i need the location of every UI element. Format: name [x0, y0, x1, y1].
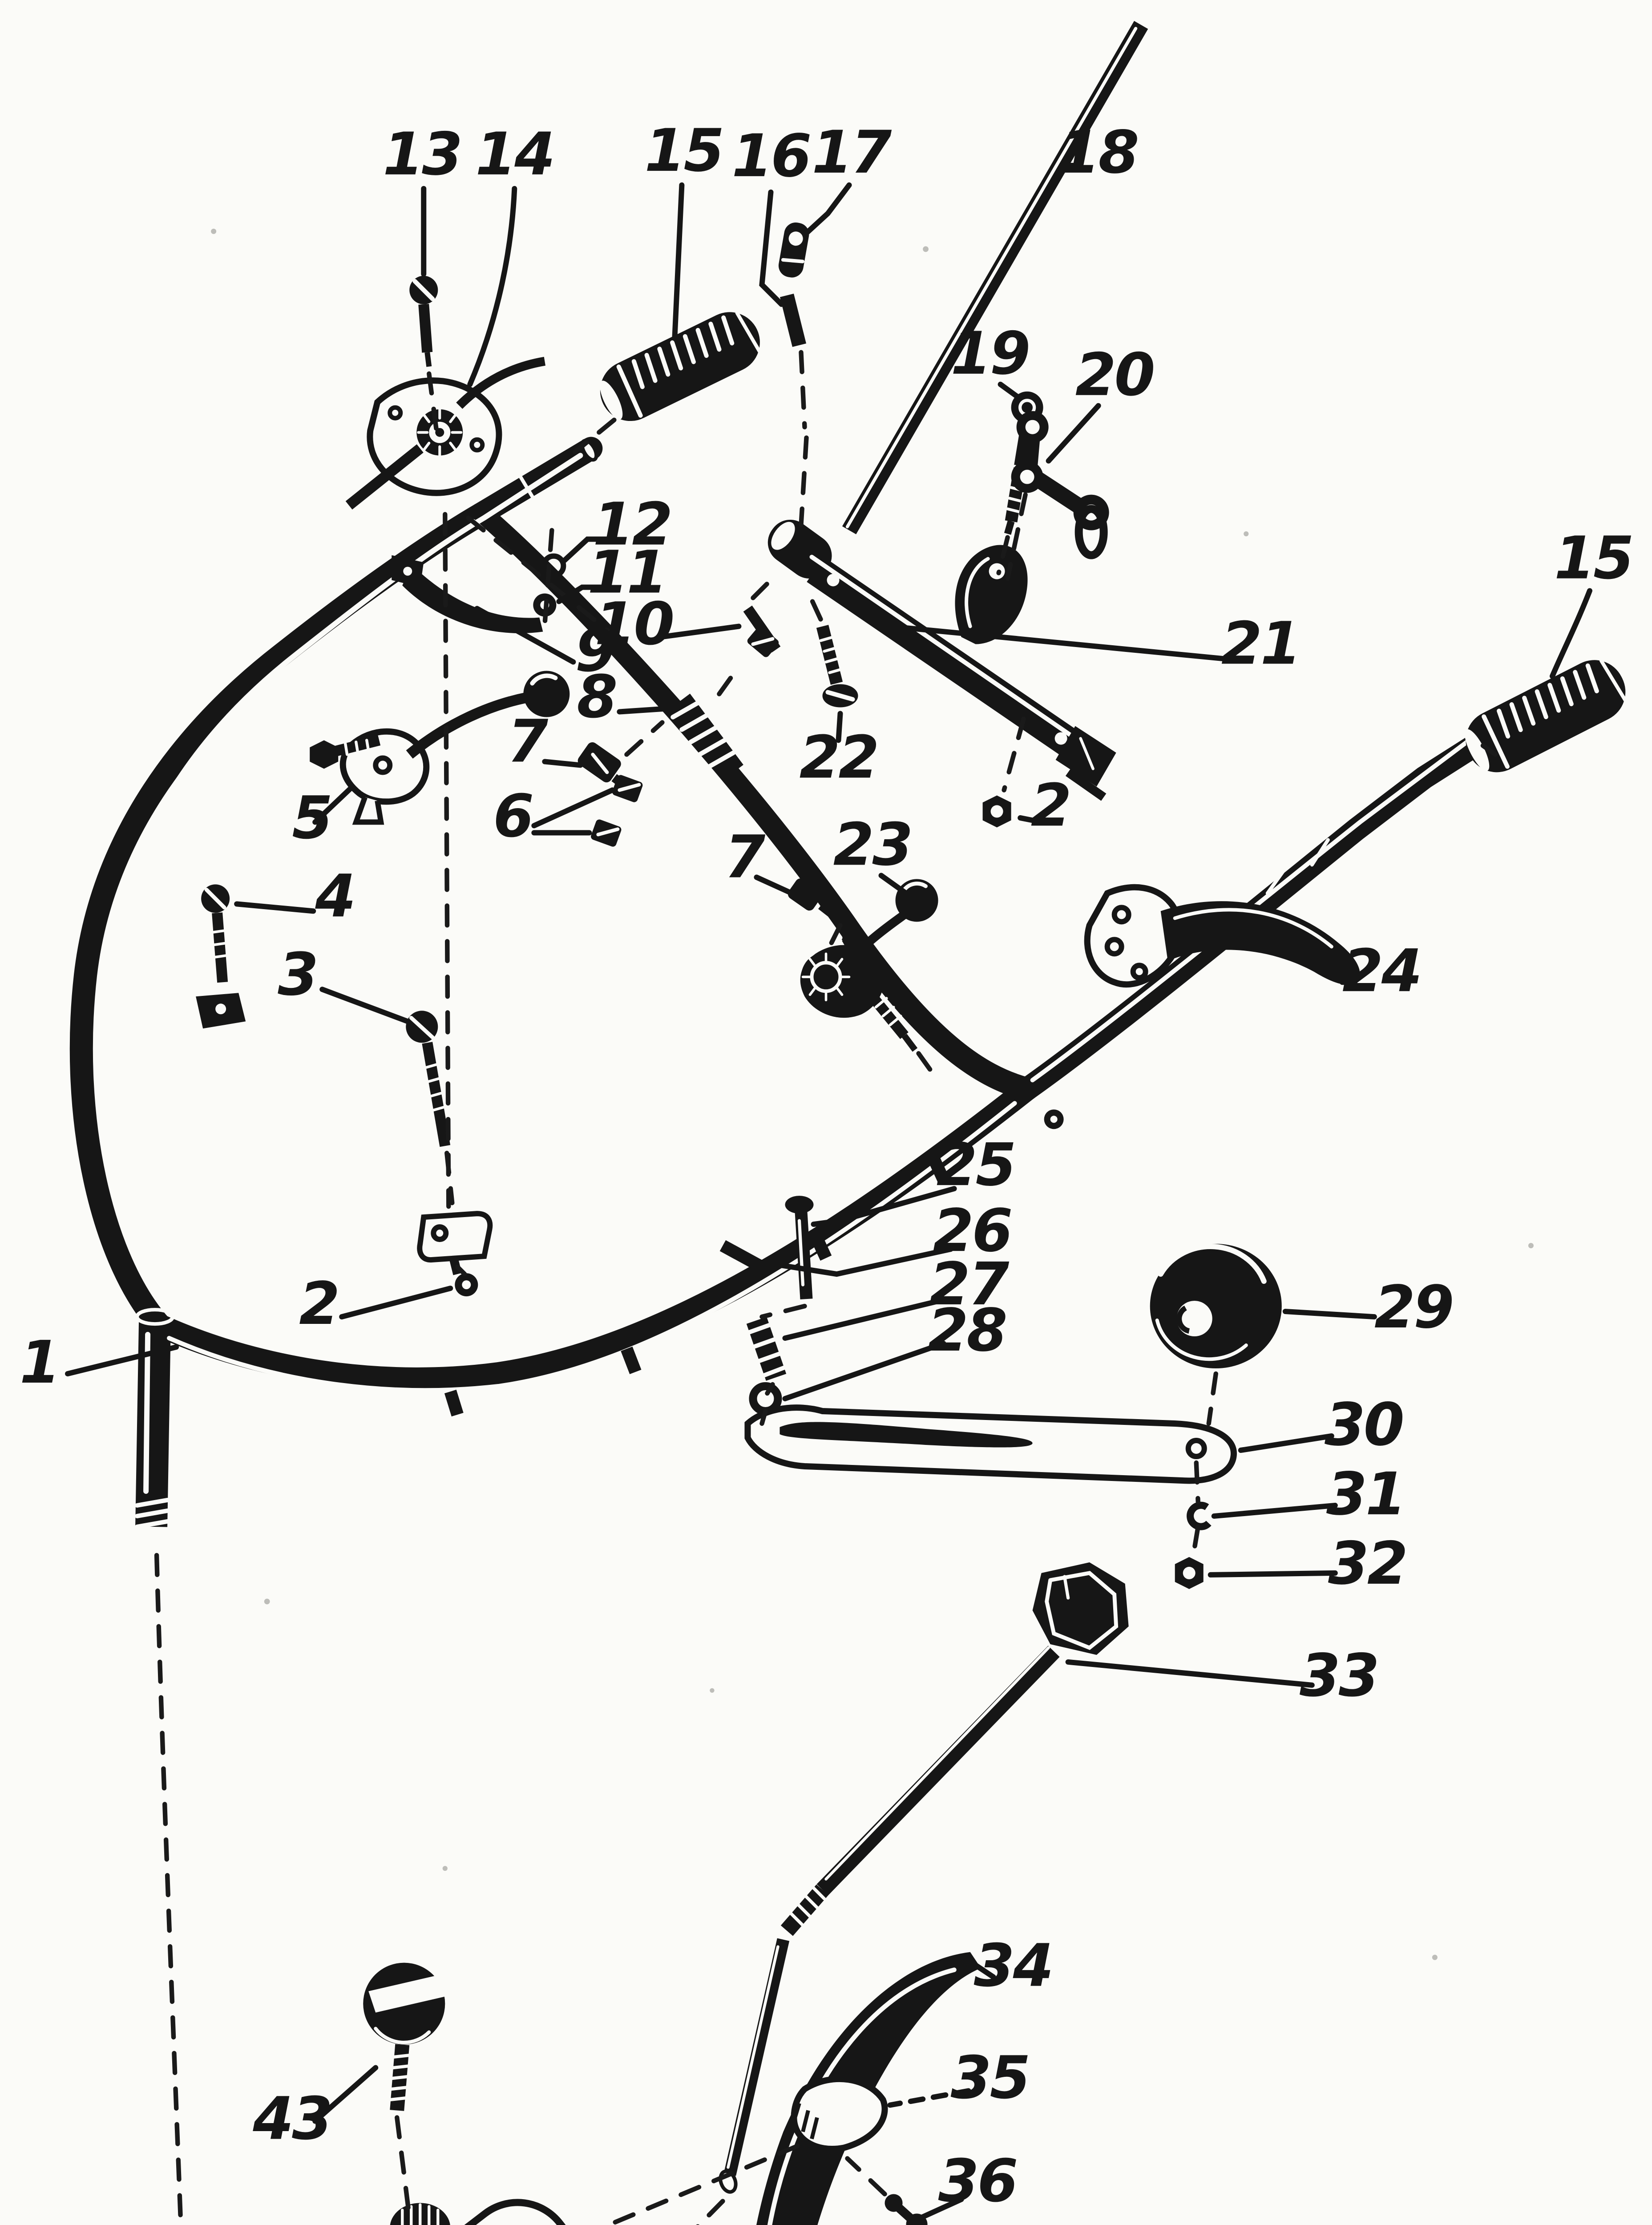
callout-33: 33	[1300, 1642, 1378, 1710]
part-12-ring	[541, 553, 566, 578]
part-29-knob	[1150, 1244, 1282, 1369]
callout-13: 13	[383, 120, 461, 189]
part-22-bolt	[816, 625, 858, 708]
dashed-assembly-axes	[154, 350, 1498, 2225]
callout-7-b: 7	[725, 823, 766, 891]
callout-7-a: 7	[507, 707, 548, 776]
grip-ribs	[631, 315, 735, 389]
part-31-clip-washer	[1187, 1501, 1212, 1530]
callout-27: 27	[929, 1250, 1010, 1319]
callout-31: 31	[1326, 1460, 1405, 1529]
part-2-hex-nut	[982, 795, 1011, 828]
callout-26: 26	[933, 1197, 1011, 1265]
callout-17: 17	[812, 118, 892, 187]
callout-2-a: 2	[299, 1270, 338, 1338]
cable-guide-pegs	[444, 934, 949, 1417]
callout-5: 5	[292, 784, 331, 852]
callout-10: 10	[595, 590, 673, 659]
callout-12: 12	[593, 490, 671, 559]
part-32-hex-nut	[1175, 1557, 1204, 1589]
callout-22: 22	[800, 723, 878, 792]
callout-35: 35	[951, 2044, 1029, 2112]
part-8-spring	[670, 693, 743, 780]
callout-15-right: 15	[1554, 524, 1632, 593]
callout-2-b: 2	[1031, 771, 1070, 840]
part-10-pin-with-clip	[743, 605, 781, 657]
part-7-screw-b	[788, 878, 840, 922]
part-16-pin	[780, 293, 807, 347]
callout-32: 32	[1328, 1529, 1406, 1598]
callout-3: 3	[278, 940, 317, 1009]
part-37-control-housing	[121, 2199, 581, 2225]
part-25-clevis-pin	[785, 1196, 814, 1299]
callout-28: 28	[928, 1296, 1006, 1365]
part-15-grip-left	[600, 311, 763, 421]
callout-21: 21	[1221, 610, 1300, 678]
callout-18: 18	[1059, 118, 1138, 187]
part-3-bolt	[406, 1011, 451, 1147]
callout-8: 8	[577, 663, 616, 732]
part-33-knob-rod	[719, 1562, 1129, 2194]
stem-threads	[135, 1497, 170, 1529]
leader-lines	[65, 162, 1592, 2220]
callout-20: 20	[1075, 341, 1154, 409]
callout-24: 24	[1342, 937, 1421, 1005]
part-27-spring	[745, 1317, 789, 1381]
callout-23: 23	[833, 810, 912, 879]
part-30-arm	[744, 1404, 1237, 1484]
callout-14: 14	[475, 120, 553, 189]
part-5-clamp-lever	[310, 671, 570, 825]
callout-1: 1	[20, 1328, 59, 1397]
part-2-bracket-washer	[417, 1211, 493, 1297]
part-13-screw	[409, 275, 438, 367]
part-6-cable-nuts	[591, 775, 643, 847]
part-18-throttle-rod	[842, 20, 1148, 534]
callout-25: 25	[937, 1131, 1015, 1199]
callout-43: 43	[252, 2085, 331, 2153]
part-26-pin	[719, 1240, 765, 1273]
part-20-linkage-lever	[1011, 411, 1109, 559]
callout-6: 6	[493, 782, 532, 850]
callout-34: 34	[974, 1932, 1052, 2000]
paper-specks	[211, 228, 1534, 1960]
part-15-grip-right	[1465, 659, 1628, 773]
callout-36: 36	[938, 2147, 1017, 2215]
part-24-brake-lever	[1084, 884, 1360, 988]
part-43-thumb-screw	[363, 1962, 445, 2111]
part-4-bolt	[196, 884, 246, 1029]
part-14-lever-assembly	[345, 356, 545, 510]
callout-16: 16	[732, 122, 810, 190]
part-9-lever-blade	[392, 555, 543, 634]
part-36-pin	[885, 2194, 928, 2225]
callout-29: 29	[1374, 1273, 1453, 1342]
callout-15-left: 15	[645, 117, 723, 185]
callout-4: 4	[315, 862, 354, 930]
part-35-clamp-piece	[791, 2075, 888, 2152]
callout-labels: 1 2 2 3 4 5 6 7 7 8 9 10 11 12 13 14 15 …	[20, 117, 1634, 2216]
part-17-barrel-nut	[778, 222, 809, 278]
part-23-choke-lever-clamp	[800, 879, 938, 1052]
callout-30: 30	[1325, 1391, 1403, 1459]
part-21-bracket-bar	[767, 519, 1116, 801]
callout-9: 9	[575, 617, 614, 685]
callout-19: 19	[951, 320, 1029, 388]
callout-11: 11	[588, 538, 666, 607]
